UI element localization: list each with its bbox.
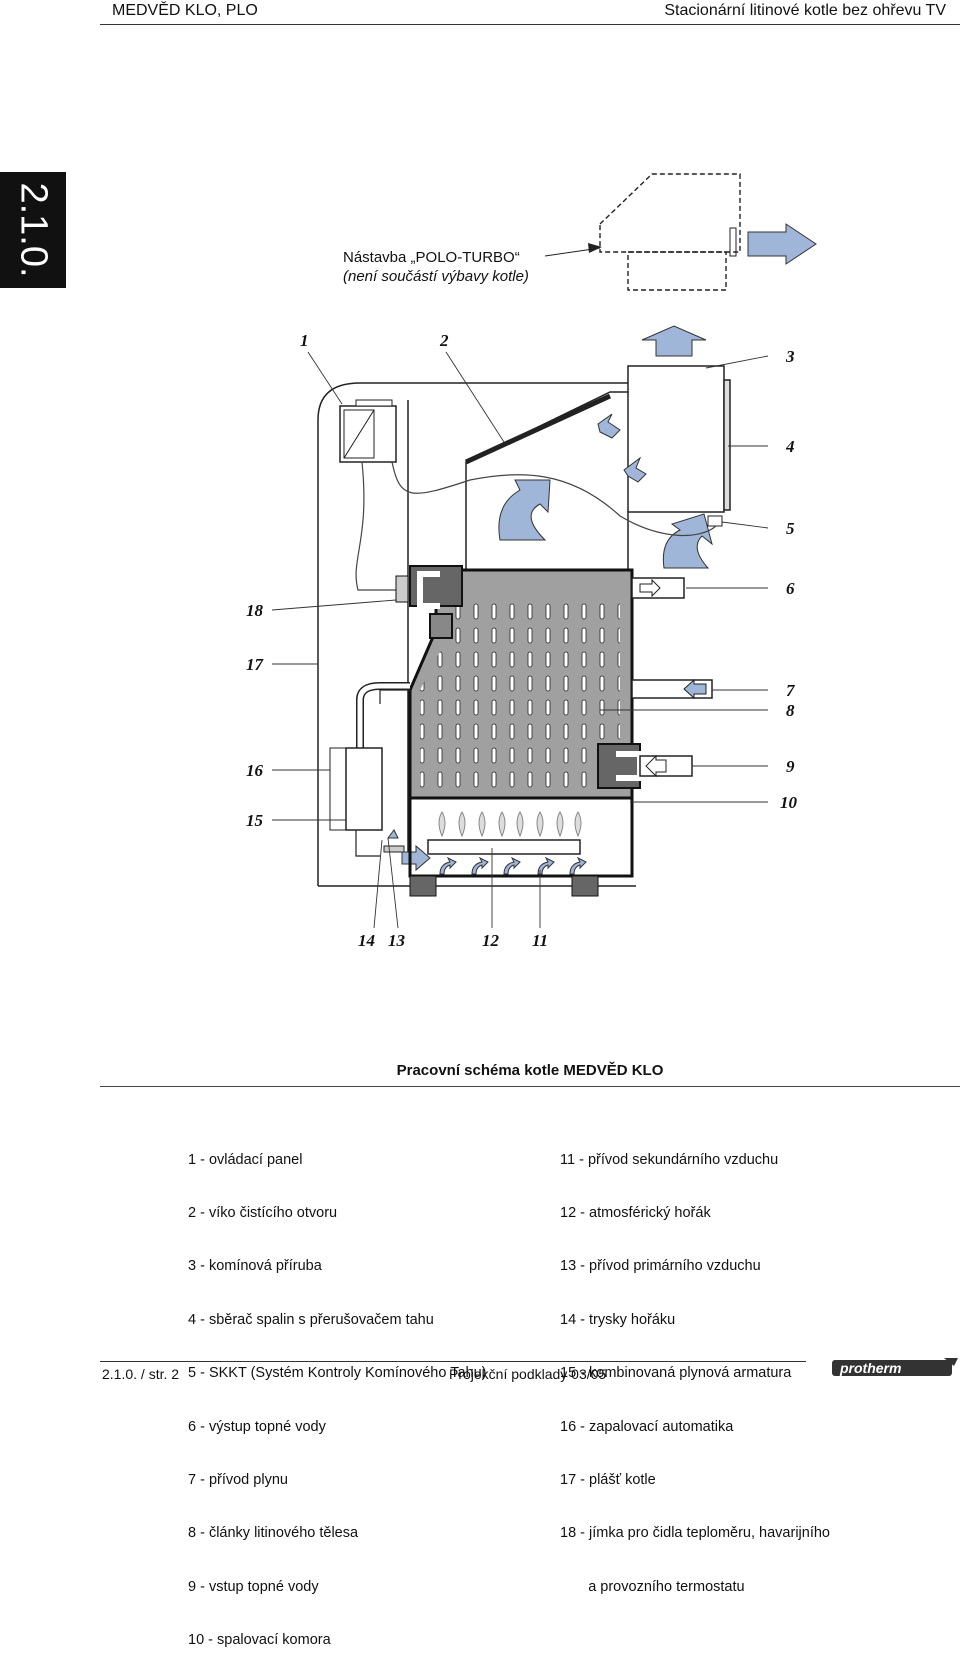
callout-15: 15: [246, 811, 264, 830]
callout-18: 18: [246, 601, 264, 620]
control-panel: [339, 399, 397, 463]
addon-damper: [729, 227, 737, 257]
polo-turbo-addon: [599, 173, 741, 291]
callout-14: 14: [358, 931, 375, 950]
callout-9: 9: [786, 757, 795, 776]
legend-item: 16 - zapalovací automatika: [560, 1418, 734, 1435]
header-rule: [100, 24, 960, 25]
legend-item: 4 - sběrač spalin s přerušovačem tahu: [188, 1311, 434, 1328]
callout-6: 6: [786, 579, 795, 598]
flue-up-arrow-icon: [641, 325, 707, 357]
callout-4: 4: [785, 437, 795, 456]
callout-numbers: 1 2 3 4 5 6 7 8 9 10 11 12 13 14 15 16 1…: [246, 331, 798, 950]
addon-label: Nástavba „POLO-TURBO“ (není součástí výb…: [343, 248, 529, 286]
callout-1: 1: [300, 331, 309, 350]
air-inlet-icon: [387, 829, 399, 839]
legend-item: 11 - přívod sekundárního vzduchu: [560, 1151, 779, 1168]
secondary-air-arrows: [439, 856, 587, 875]
addon-subtitle: (není součástí výbavy kotle): [343, 268, 529, 285]
leader-lines: [271, 351, 769, 929]
burner-nozzle: [383, 845, 405, 853]
gas-pipe-fitting: [356, 682, 410, 748]
exhaust-arrow-icon: [747, 223, 817, 265]
legend-item: 13 - přívod primárního vzduchu: [560, 1258, 761, 1275]
ignition-unit: [329, 747, 347, 831]
burner-flames: [438, 811, 582, 838]
skkt-sensor: [707, 515, 723, 527]
callout-11: 11: [532, 931, 548, 950]
flue-gas-arrow-icon: [498, 479, 551, 541]
callout-16: 16: [246, 761, 264, 780]
callout-2: 2: [439, 331, 449, 350]
header-product: MEDVĚD KLO, PLO: [112, 2, 258, 19]
legend-item: 6 - výstup topné vody: [188, 1418, 326, 1435]
logo-text: protherm: [839, 1360, 901, 1376]
draft-arrow-icon-2: [623, 456, 647, 483]
callout-12: 12: [482, 931, 500, 950]
protherm-logo: protherm: [832, 1358, 958, 1376]
foot-right: [571, 875, 599, 897]
gas-valve: [345, 747, 383, 831]
footer-doc: Projekční podklady 03/05: [449, 1366, 607, 1382]
boiler-diagram: 1 2 3 4 5 6 7 8 9 10 11 12 13 14 15 16 1…: [246, 173, 817, 950]
sensor-capillary: [391, 461, 717, 537]
caption-rule: [100, 1086, 960, 1087]
legend-item: 2 - víko čistícího otvoru: [188, 1204, 338, 1221]
air-inlet-arrow-icon: [662, 513, 713, 569]
callout-5: 5: [786, 519, 795, 538]
legend-item: 5 - SKKT (Systém Kontroly Komínového Tah…: [188, 1365, 487, 1382]
diagram-caption: Pracovní schéma kotle MEDVĚD KLO: [396, 1062, 664, 1079]
addon-leader-arrow: [588, 243, 602, 253]
header-title: Stacionární litinové kotle bez ohřevu TV: [664, 2, 946, 19]
callout-3: 3: [785, 347, 795, 366]
thermostat-capillary: [355, 461, 396, 591]
section-tab: 2.1.0.: [0, 172, 66, 288]
addon-title: Nástavba „POLO-TURBO“: [343, 249, 520, 266]
callout-13: 13: [388, 931, 406, 950]
gas-arrow-icon: [683, 678, 707, 700]
outlet-arrow-icon: [639, 578, 661, 598]
callout-8: 8: [786, 701, 795, 720]
atmospheric-burner: [427, 839, 581, 855]
footer-page: 2.1.0. / str. 2: [102, 1366, 180, 1382]
primary-air-arrow-icon: [401, 844, 431, 872]
legend-item: 14 - trysky hořáku: [560, 1311, 676, 1328]
valve-line: [355, 830, 380, 857]
legend-item: 9 - vstup topné vody: [188, 1578, 319, 1595]
gas-pipe-fitting-inner: [357, 683, 410, 748]
return-manifold: [597, 743, 693, 789]
legend-item: 18 - jímka pro čidla teploměru, havarijn…: [560, 1525, 830, 1542]
draft-arrow-icon-1: [597, 413, 621, 439]
callout-17: 17: [246, 655, 265, 674]
footer-rule: [100, 1361, 806, 1362]
legend-item: 10 - spalovací komora: [188, 1632, 331, 1649]
legend-item: 1 - ovládací panel: [188, 1151, 303, 1168]
foot-left: [409, 875, 437, 897]
legend-item: 17 - plášť kotle: [560, 1471, 656, 1488]
legend-item: 3 - komínová příruba: [188, 1258, 322, 1275]
legend-item: a provozního termostatu: [560, 1578, 745, 1595]
gas-line: [379, 689, 412, 704]
legend-item: 12 - atmosférický hořák: [560, 1204, 711, 1221]
callout-10: 10: [780, 793, 798, 812]
legend-item: 7 - přívod plynu: [188, 1471, 288, 1488]
legend-item: 15 - kombinovaná plynová armatura: [560, 1365, 792, 1382]
outlet-manifold: [395, 565, 463, 639]
legend-left: 1 - ovládací panel 2 - víko čistícího ot…: [188, 1116, 486, 1668]
legend-item: 8 - články litinového tělesa: [188, 1525, 359, 1542]
combustion-chamber: [408, 798, 634, 878]
callout-7: 7: [786, 681, 796, 700]
